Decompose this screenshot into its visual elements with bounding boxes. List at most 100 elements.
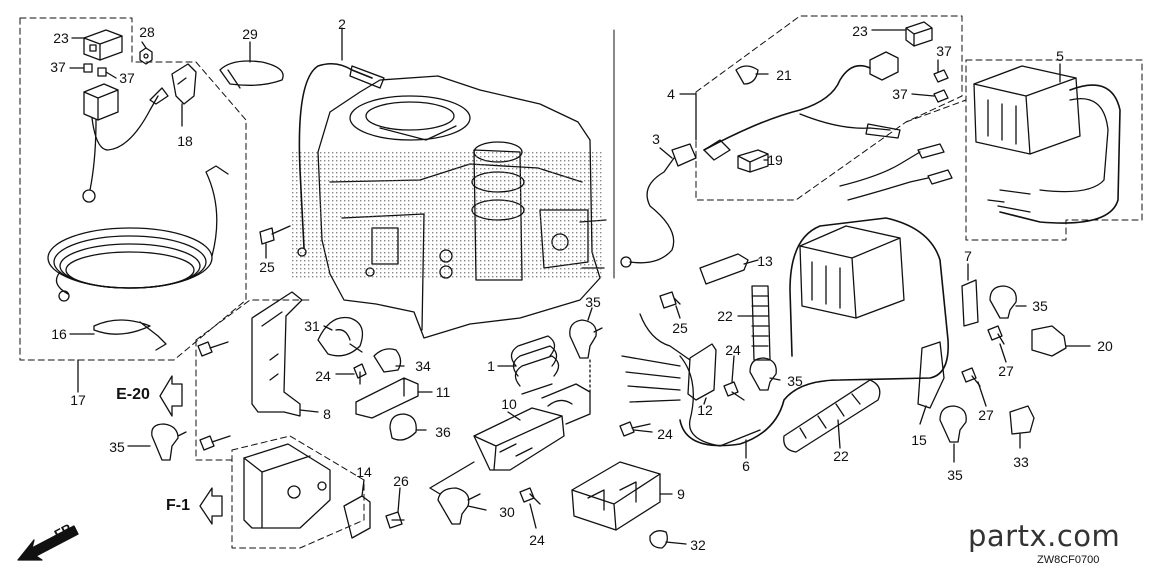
plug-32 (649, 530, 668, 549)
group-17-outline (19, 17, 247, 361)
callout-31: 31 (304, 318, 320, 334)
callout-12: 12 (697, 402, 713, 418)
callout-7: 7 (964, 248, 972, 264)
callout-21: 21 (776, 67, 792, 83)
callout-15: 15 (911, 432, 927, 448)
bolt-27a (987, 325, 1005, 345)
callout-35: 35 (585, 294, 601, 310)
holder-30 (437, 487, 481, 525)
callout-25: 25 (672, 320, 688, 336)
f1-arrow (199, 487, 223, 525)
bolt-left-b (199, 435, 231, 451)
callout-5: 5 (1056, 48, 1064, 64)
clip-20 (1031, 325, 1067, 357)
callout-10: 10 (501, 396, 517, 412)
clamp-35d (989, 285, 1017, 319)
callout-13: 13 (757, 253, 773, 269)
clip-36 (389, 413, 417, 441)
front-arrow (17, 525, 79, 561)
bracket-11 (355, 377, 419, 419)
engine-shading (292, 152, 602, 278)
callout-28: 28 (139, 24, 155, 40)
clamp-35a (151, 423, 187, 461)
callout-27: 27 (998, 363, 1014, 379)
bracket-15 (917, 341, 945, 409)
bracket-13 (699, 253, 749, 285)
tube-22b (783, 379, 881, 453)
bolt-24b (619, 421, 651, 437)
cable-2 (298, 62, 373, 249)
regulator-6 (799, 225, 905, 319)
callout-29: 29 (242, 26, 258, 42)
callout-37: 37 (50, 59, 66, 75)
section-ref-e20[interactable]: E-20 (116, 386, 150, 403)
bolt-24a (353, 363, 367, 385)
connector-23b (905, 21, 933, 47)
switch-10 (473, 407, 565, 471)
callout-37: 37 (936, 43, 952, 59)
bolt-25a (259, 225, 291, 245)
clip-21 (735, 65, 759, 85)
lead-set (621, 355, 681, 403)
callout-32: 32 (690, 537, 706, 553)
callout-1: 1 (487, 358, 495, 374)
clamp-31 (317, 316, 364, 357)
bracket-18 (171, 63, 197, 105)
regulator-5 (973, 65, 1081, 155)
harness-connector (83, 83, 119, 121)
cable-coil-16 (47, 165, 229, 302)
callout-26: 26 (393, 473, 409, 489)
grommet-34 (373, 348, 402, 373)
callout-18: 18 (177, 133, 193, 149)
bolt-24c (519, 487, 541, 505)
callout-24: 24 (725, 342, 741, 358)
connector-9 (571, 461, 661, 531)
callout-24: 24 (315, 368, 331, 384)
callout-35: 35 (109, 439, 125, 455)
harness-5 (999, 84, 1121, 224)
bolt-25b (659, 291, 681, 309)
callout-27: 27 (978, 407, 994, 423)
callout-33: 33 (1013, 454, 1029, 470)
bracket-12 (687, 343, 717, 401)
callout-6: 6 (742, 458, 750, 474)
bolt-26 (385, 511, 405, 529)
callout-20: 20 (1097, 338, 1113, 354)
callout-19: 19 (767, 152, 783, 168)
callout-25: 25 (259, 259, 275, 275)
band-16 (93, 319, 167, 351)
band-29 (219, 60, 284, 89)
callout-22: 22 (717, 308, 733, 324)
callout-35: 35 (1032, 298, 1048, 314)
bolt-24d (723, 381, 745, 401)
bracket-7 (961, 279, 979, 327)
e20-arrow (159, 375, 183, 417)
terminal-37d (933, 89, 949, 103)
diagram-code: ZW8CF0700 (1037, 554, 1100, 566)
callout-16: 16 (51, 326, 67, 342)
clamp-35e (939, 405, 967, 443)
bolt-27b (961, 367, 981, 387)
connector-19 (737, 149, 769, 173)
bolt-left-a (197, 341, 229, 357)
callout-34: 34 (415, 358, 431, 374)
callout-4: 4 (667, 86, 675, 102)
callout-35: 35 (947, 467, 963, 483)
callout-11: 11 (435, 384, 451, 400)
callout-24: 24 (657, 426, 673, 442)
bracket-14-block (243, 443, 331, 529)
tube-22a (751, 285, 771, 361)
callout-22: 22 (833, 448, 849, 464)
section-ref-f1[interactable]: F-1 (166, 497, 190, 514)
group-4-outline (695, 15, 963, 201)
callout-35: 35 (787, 373, 803, 389)
callout-36: 36 (435, 424, 451, 440)
callout-30: 30 (499, 504, 515, 520)
cable-3 (629, 157, 675, 264)
harness-4 (703, 64, 871, 151)
callout-3: 3 (652, 131, 660, 147)
callout-2: 2 (338, 16, 346, 32)
callout-23: 23 (53, 30, 69, 46)
